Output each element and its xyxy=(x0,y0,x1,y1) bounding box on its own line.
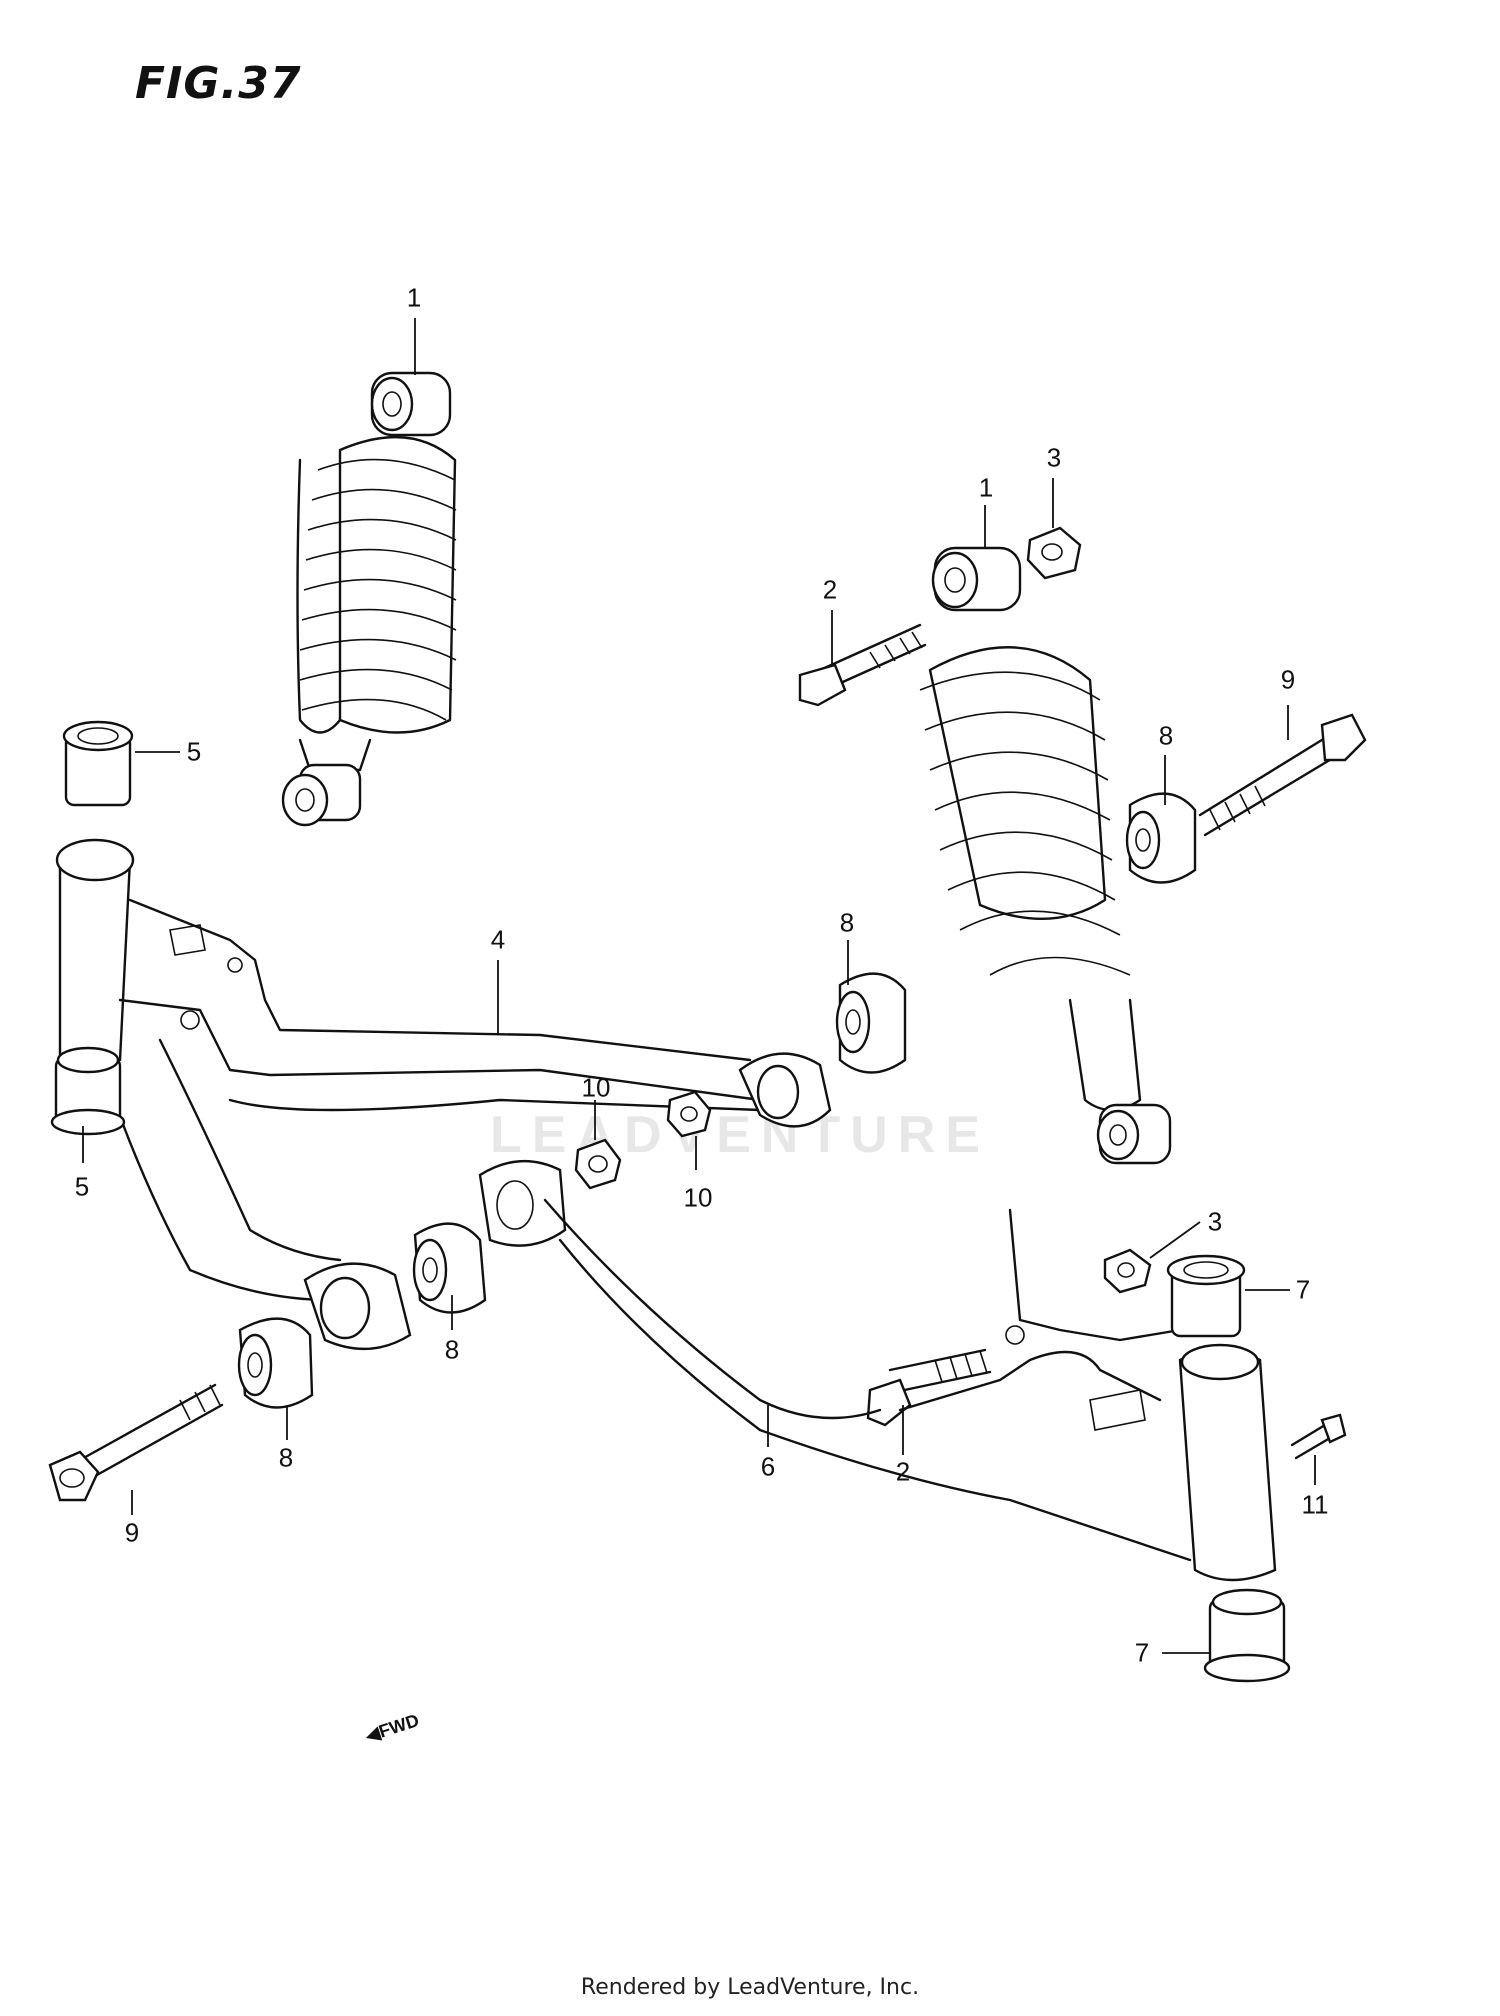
callout-5-upper-bushing: 5 xyxy=(186,736,202,767)
bushing-8-d xyxy=(237,1317,314,1409)
leader-lines xyxy=(82,318,1316,1654)
callout-2-lower-bolt: 2 xyxy=(895,1456,911,1487)
bushing-7-lower xyxy=(1203,1588,1291,1683)
bolt-9-lower xyxy=(48,1383,224,1502)
callout-9-upper-bolt: 9 xyxy=(1280,664,1296,695)
nut-upper xyxy=(1026,526,1082,580)
callout-4-upper-arm: 4 xyxy=(490,924,506,955)
bolt-upper xyxy=(798,623,927,707)
nut-10-lower xyxy=(574,1138,622,1190)
bushing-8-a xyxy=(835,972,907,1074)
bushing-7-upper xyxy=(1166,1254,1246,1338)
callout-8-right-bushing: 8 xyxy=(1158,720,1174,751)
bushing-8-b xyxy=(1125,792,1197,884)
shock-absorber-left xyxy=(281,371,457,827)
lower-arm xyxy=(478,1160,1277,1582)
callout-10-upper-nut: 10 xyxy=(581,1072,611,1103)
nut-lower xyxy=(1103,1248,1152,1294)
bushing-5-upper xyxy=(62,720,134,807)
callout-6-lower-arm: 6 xyxy=(760,1451,776,1482)
callout-5-lower-bushing: 5 xyxy=(74,1171,90,1202)
figure-title: FIG.37 xyxy=(135,58,302,109)
callout-1-left-shock: 1 xyxy=(406,282,422,313)
callout-2-upper-bolt: 2 xyxy=(822,574,838,605)
callout-3-lower-nut: 3 xyxy=(1207,1206,1223,1237)
shock-absorber-right xyxy=(919,546,1172,1165)
callout-8-center-bushing: 8 xyxy=(839,907,855,938)
callout-1-right-shock: 1 xyxy=(978,472,994,503)
callout-9-lower-bolt: 9 xyxy=(124,1517,140,1548)
callout-7-upper-bushing: 7 xyxy=(1295,1274,1311,1305)
watermark-text: LEADVENTURE xyxy=(490,1106,991,1164)
callout-3-upper-nut: 3 xyxy=(1046,442,1062,473)
footer-credit: Rendered by LeadVenture, Inc. xyxy=(580,1975,920,2000)
bushing-5-lower xyxy=(50,1046,126,1136)
bolt-9-upper xyxy=(1198,713,1367,837)
grease-fitting-11 xyxy=(1290,1413,1347,1460)
callout-7-lower-bushing: 7 xyxy=(1134,1637,1150,1668)
nut-10-upper xyxy=(666,1090,712,1138)
callout-11-grease-fitting: 11 xyxy=(1301,1489,1329,1520)
callout-10-lower-nut: 10 xyxy=(683,1182,713,1213)
callout-8-lower-center-bushing: 8 xyxy=(444,1334,460,1365)
callout-8-lower-left-bushing: 8 xyxy=(278,1442,294,1473)
upper-arm xyxy=(55,838,832,1350)
bushing-8-c xyxy=(412,1222,487,1314)
